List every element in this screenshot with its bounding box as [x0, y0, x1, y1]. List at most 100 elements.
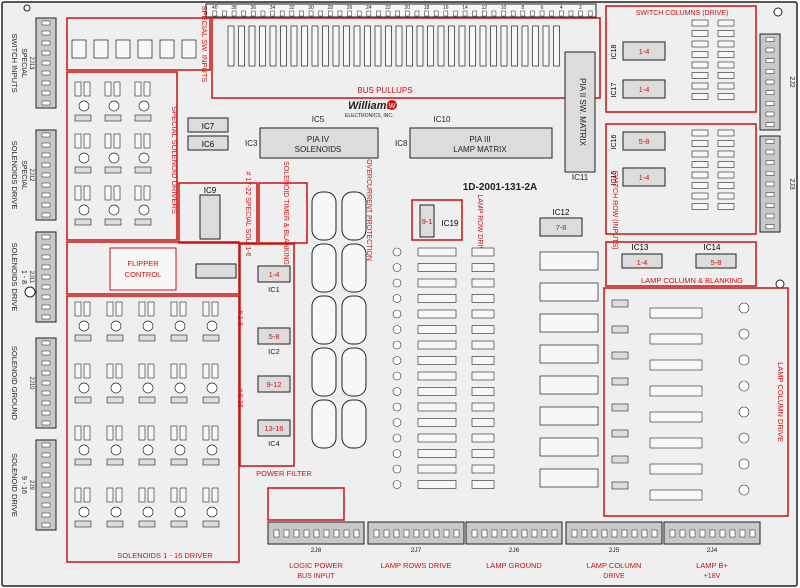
lamp-row-power-resistor — [539, 251, 599, 271]
connector-pin — [765, 122, 775, 127]
column-resistor — [649, 411, 703, 423]
input-component — [115, 39, 131, 59]
pia-ii-chip: PIA II SW. MATRIX — [564, 51, 596, 173]
region-ic1-ic4 — [239, 243, 295, 467]
resistor — [202, 425, 210, 441]
ic-label: IC15 — [611, 171, 618, 186]
column-resistor — [649, 333, 703, 345]
edge-pin — [472, 10, 477, 17]
connector-pin — [41, 60, 51, 66]
ic-label: IC6 — [202, 140, 215, 149]
power-transistor — [106, 520, 124, 528]
filter-capacitor — [311, 243, 337, 293]
switch-resistor — [691, 19, 709, 27]
ic-label: IC2 — [268, 347, 280, 356]
ic-label: IC12 — [553, 208, 570, 217]
resistor — [74, 425, 82, 441]
region-lamp-column-drive — [603, 287, 789, 517]
row-resistor — [417, 278, 457, 288]
transistor — [138, 204, 150, 216]
edge-pin — [578, 10, 583, 17]
row-transistor — [392, 309, 402, 319]
row-resistor — [471, 356, 495, 365]
power-transistor — [202, 520, 220, 528]
connector-label: LAMP GROUND — [486, 561, 542, 570]
pia-iii-chip: PIA III LAMP MATRIX — [409, 127, 553, 159]
edge-pin — [231, 10, 237, 17]
switch-resistor — [717, 19, 735, 27]
power-transistor — [74, 520, 92, 528]
pin-number: 24 — [366, 5, 372, 11]
row-resistor — [471, 371, 495, 381]
row-resistor — [417, 480, 457, 489]
overcurrent-label: OVERCURRENT PROTECTION — [365, 159, 372, 261]
region-bus-pullups — [211, 17, 601, 99]
connector-pin — [41, 90, 51, 96]
ic-label: IC19 — [442, 219, 459, 228]
row-resistor — [471, 433, 495, 443]
connector-pin — [41, 360, 51, 366]
pullup-resistor — [248, 25, 256, 67]
power-transistor — [74, 114, 92, 122]
connector-pin — [303, 529, 310, 538]
lamp-row-power-resistor — [539, 437, 599, 457]
pullup-resistor — [280, 25, 287, 67]
transistor — [138, 100, 150, 112]
power-transistor — [134, 114, 152, 122]
power-transistor — [170, 396, 188, 404]
flipper-control-label2: CONTROL — [125, 270, 162, 279]
resistor — [83, 133, 91, 149]
connector-pin — [313, 529, 320, 538]
resistor — [115, 301, 123, 317]
resistor — [115, 363, 123, 379]
input-component — [159, 39, 175, 59]
connector-pin — [41, 472, 51, 478]
region-solenoids-driver — [66, 295, 240, 563]
connector-pin — [41, 244, 51, 250]
switch-resistor — [717, 129, 735, 137]
edge-pin — [279, 10, 285, 17]
sol-1-8-label: # 1-8 — [236, 310, 243, 326]
power-transistor — [104, 218, 122, 226]
resistor — [104, 185, 112, 201]
driver-ic — [257, 375, 291, 393]
row-resistor — [417, 325, 457, 334]
connector-label: LAMP COLUMN — [587, 561, 642, 570]
switch-resistor — [691, 61, 709, 69]
power-filter-label: POWER FILTER — [256, 469, 312, 478]
edge-pin — [299, 10, 304, 17]
connector-id: 2J2 — [788, 76, 795, 87]
range-label: 7-8 — [556, 223, 567, 232]
power-transistor — [202, 396, 220, 404]
row-transistor — [392, 263, 402, 272]
pin-number: 32 — [289, 5, 295, 11]
mount-hole — [24, 286, 36, 298]
pullup-resistor — [511, 25, 518, 67]
transistor — [206, 320, 218, 332]
pin-number: 22 — [385, 5, 391, 11]
pin-number: 8 — [521, 5, 524, 11]
connector-pin — [41, 30, 51, 36]
connector-id: 2J12 — [28, 168, 34, 182]
edge-pin — [376, 10, 381, 17]
ic-label: IC9 — [204, 186, 217, 195]
connector-pin — [765, 181, 775, 187]
driver-ic — [257, 419, 291, 437]
edge-pin — [587, 10, 593, 17]
column-resistor — [649, 489, 703, 501]
connector-pin — [41, 452, 51, 458]
edge-pin — [405, 10, 410, 17]
filter-capacitor — [341, 399, 367, 449]
edge-pin — [337, 10, 343, 17]
connector-pin — [511, 529, 518, 538]
resistor — [83, 425, 91, 441]
connector-pin — [41, 212, 51, 218]
connector-pin — [453, 529, 460, 538]
pullup-resistor — [259, 25, 266, 67]
connector-id: 2J9 — [28, 480, 34, 490]
region-solenoid-timer — [258, 182, 308, 244]
switch-resistor — [691, 161, 709, 168]
column-resistor — [649, 307, 703, 319]
column-transistor-round — [738, 302, 750, 314]
svg-text:LAMP MATRIX: LAMP MATRIX — [453, 145, 507, 154]
